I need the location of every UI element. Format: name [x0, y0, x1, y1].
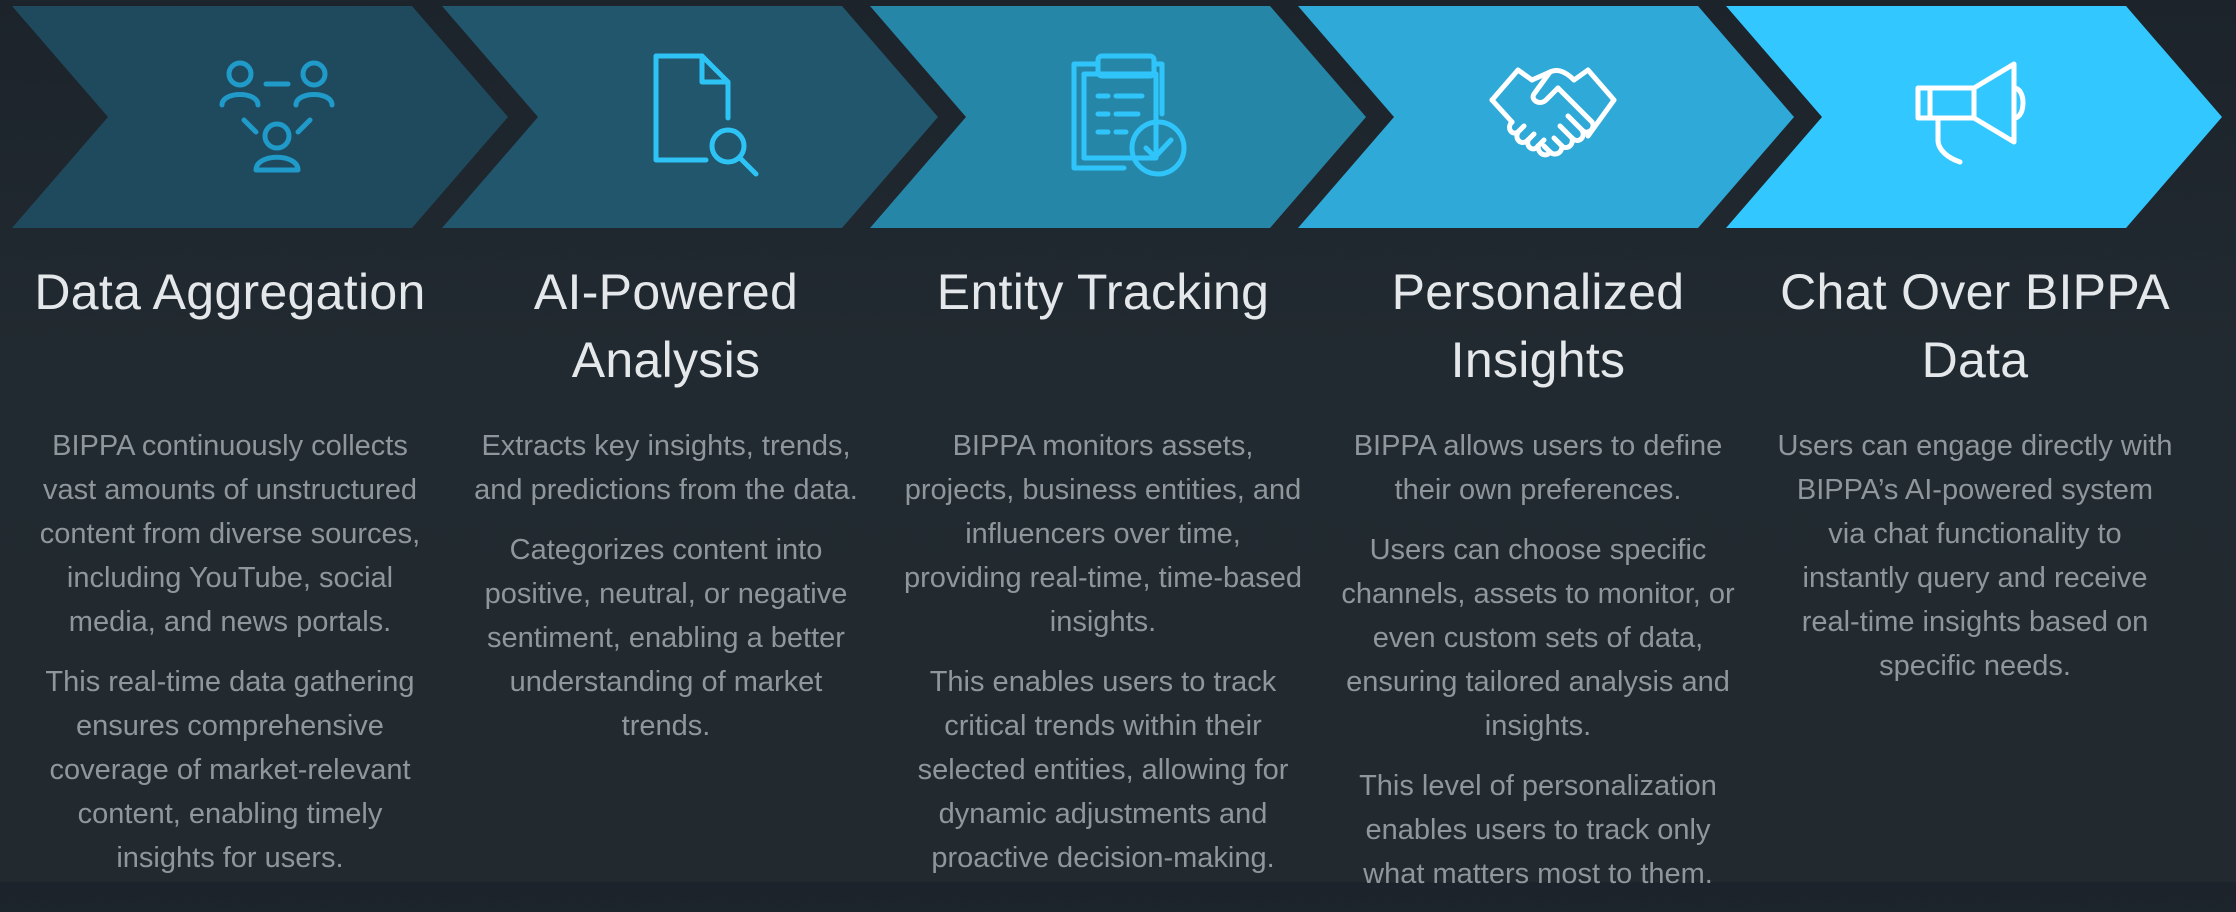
step-2-description: Extracts key insights, trends, and predi…: [466, 424, 866, 764]
step-5-title: Chat Over BIPPA Data: [1780, 264, 2170, 388]
chevron-shape: [870, 6, 1366, 228]
step-4-paragraph: This level of personalization enables us…: [1359, 770, 1717, 890]
step-3-title: Entity Tracking: [936, 264, 1270, 320]
step-4-paragraph: BIPPA allows users to define their own p…: [1353, 430, 1723, 506]
chevron-shape: [12, 6, 508, 228]
step-4-paragraph: Users can choose specific channels, asse…: [1341, 534, 1735, 742]
handshake-icon: [1488, 50, 1618, 180]
step-3-paragraph: This enables users to track critical tre…: [917, 666, 1289, 874]
step-4-chevron: [1298, 6, 1798, 228]
step-4-description: BIPPA allows users to define their own p…: [1338, 424, 1738, 912]
step-2-chevron: [442, 6, 942, 228]
chevron-shape: [1298, 6, 1794, 228]
chevron-shape: [442, 6, 938, 228]
step-5-paragraph: Users can engage directly with BIPPA’s A…: [1777, 430, 2173, 682]
step-2-paragraph: Extracts key insights, trends, and predi…: [474, 430, 858, 506]
chevron-polygon: [442, 6, 938, 228]
step-1-title: Data Aggregation: [34, 264, 426, 320]
step-1-chevron: [12, 6, 512, 228]
step-1-description: BIPPA continuously collects vast amounts…: [30, 424, 430, 896]
chevron-polygon: [1298, 6, 1794, 228]
chevron-polygon: [870, 6, 1366, 228]
step-1-paragraph: BIPPA continuously collects vast amounts…: [39, 430, 421, 638]
megaphone-icon: [1908, 50, 2038, 180]
step-2-paragraph: Categorizes content into positive, neutr…: [484, 534, 848, 742]
step-4-title: Personalized Insights: [1391, 264, 1685, 388]
step-2-title: AI-Powered Analysis: [533, 264, 799, 388]
step-3-paragraph: BIPPA monitors assets, projects, busines…: [903, 430, 1303, 638]
clipboard-check-icon: [1062, 50, 1192, 180]
step-3-chevron: [870, 6, 1370, 228]
process-diagram: Data Aggregation BIPPA continuously coll…: [12, 6, 2222, 890]
step-5-description: Users can engage directly with BIPPA’s A…: [1775, 424, 2175, 704]
network-people-icon: [212, 50, 342, 180]
chevron-polygon: [12, 6, 508, 228]
step-1-paragraph: This real-time data gathering ensures co…: [45, 666, 415, 874]
step-3-description: BIPPA monitors assets, projects, busines…: [903, 424, 1303, 896]
document-search-icon: [640, 50, 770, 180]
